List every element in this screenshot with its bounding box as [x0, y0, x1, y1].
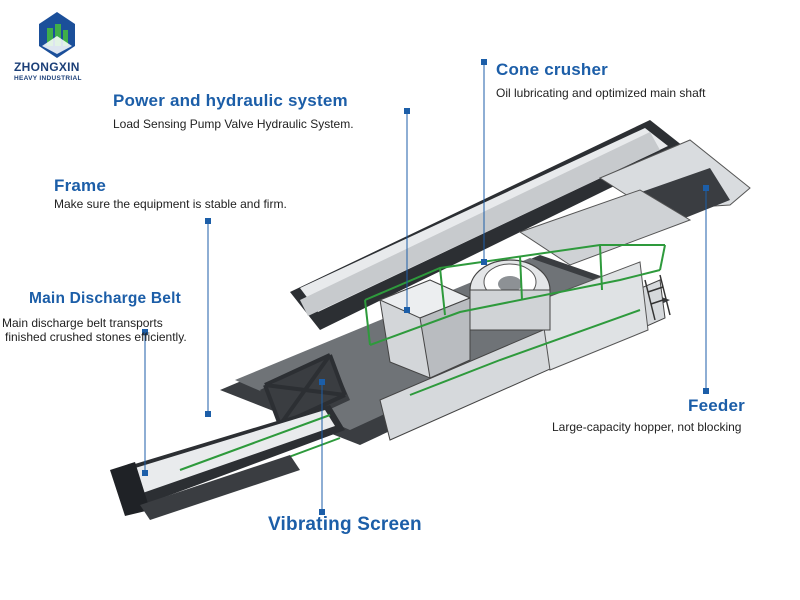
- callout-frame: Frame Make sure the equipment is stable …: [54, 176, 287, 211]
- company-logo: ZHONGXIN HEAVY INDUSTRIAL: [12, 10, 102, 85]
- vibrating-screen-title: Vibrating Screen: [268, 514, 422, 535]
- callout-vibrating-screen: Vibrating Screen: [268, 514, 422, 536]
- logo-subtitle: HEAVY INDUSTRIAL: [14, 75, 82, 82]
- discharge-title: Main Discharge Belt: [29, 290, 181, 307]
- feeder-desc: Large-capacity hopper, not blocking: [552, 420, 742, 434]
- power-title: Power and hydraulic system: [113, 91, 348, 110]
- logo-mark-icon: [39, 12, 75, 58]
- discharge-desc-line1: Main discharge belt transports: [2, 316, 163, 330]
- callout-power-hydraulic: Power and hydraulic system Load Sensing …: [113, 91, 354, 131]
- logo-name: ZHONGXIN: [14, 60, 80, 74]
- callout-main-discharge-belt: Main Discharge Belt Main discharge belt …: [2, 290, 187, 344]
- callout-cone-crusher: Cone crusher Oil lubricating and optimiz…: [496, 60, 705, 100]
- feeder-title: Feeder: [688, 396, 745, 415]
- frame-desc: Make sure the equipment is stable and fi…: [54, 197, 287, 211]
- cone-crusher-title: Cone crusher: [496, 60, 608, 79]
- cone-crusher-desc: Oil lubricating and optimized main shaft: [496, 86, 706, 100]
- discharge-desc-line2: finished crushed stones efficiently.: [5, 330, 187, 344]
- frame-title: Frame: [54, 176, 107, 195]
- callout-feeder: Feeder Large-capacity hopper, not blocki…: [552, 396, 772, 434]
- power-desc: Load Sensing Pump Valve Hydraulic System…: [113, 117, 354, 131]
